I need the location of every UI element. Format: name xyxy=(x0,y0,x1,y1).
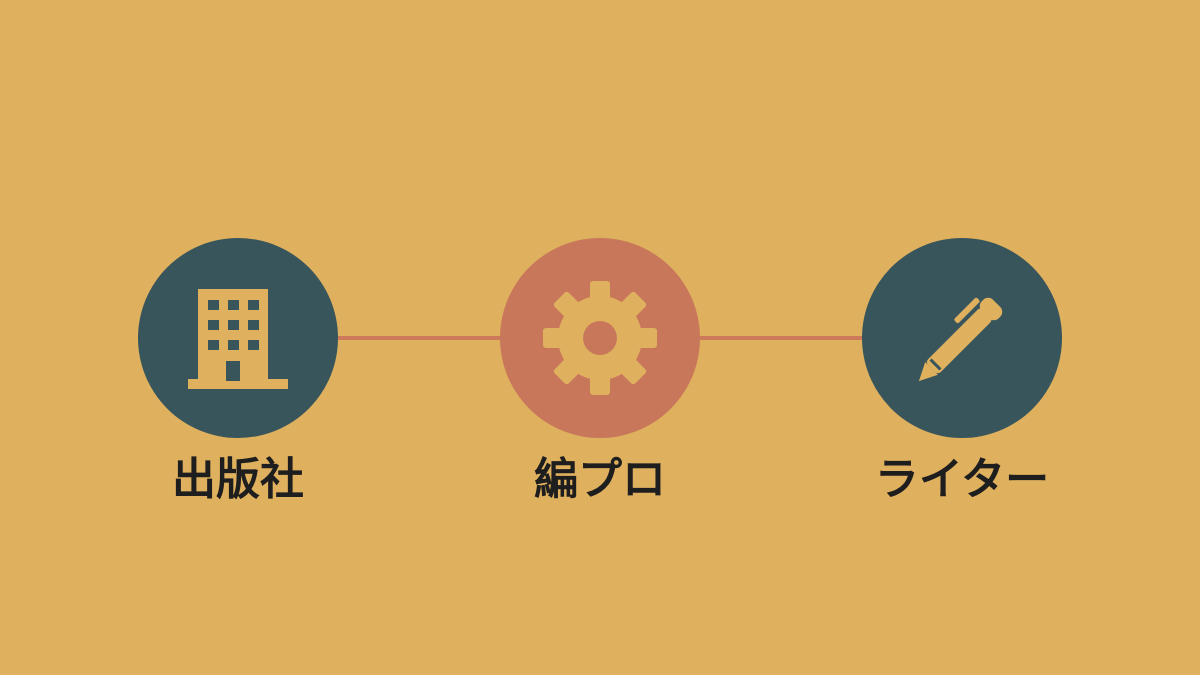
editorial-node xyxy=(500,238,700,438)
pen-icon xyxy=(897,273,1027,403)
connector-line-publisher-editorial xyxy=(330,336,510,340)
publisher-node xyxy=(138,238,338,438)
gear-icon xyxy=(540,278,660,398)
building-icon xyxy=(188,283,288,393)
connector-line-editorial-writer xyxy=(690,336,870,340)
writer-label: ライター xyxy=(874,454,1050,505)
writer-node xyxy=(862,238,1062,438)
publisher-label: 出版社 xyxy=(172,454,304,505)
editorial-label: 編プロ xyxy=(534,454,666,505)
